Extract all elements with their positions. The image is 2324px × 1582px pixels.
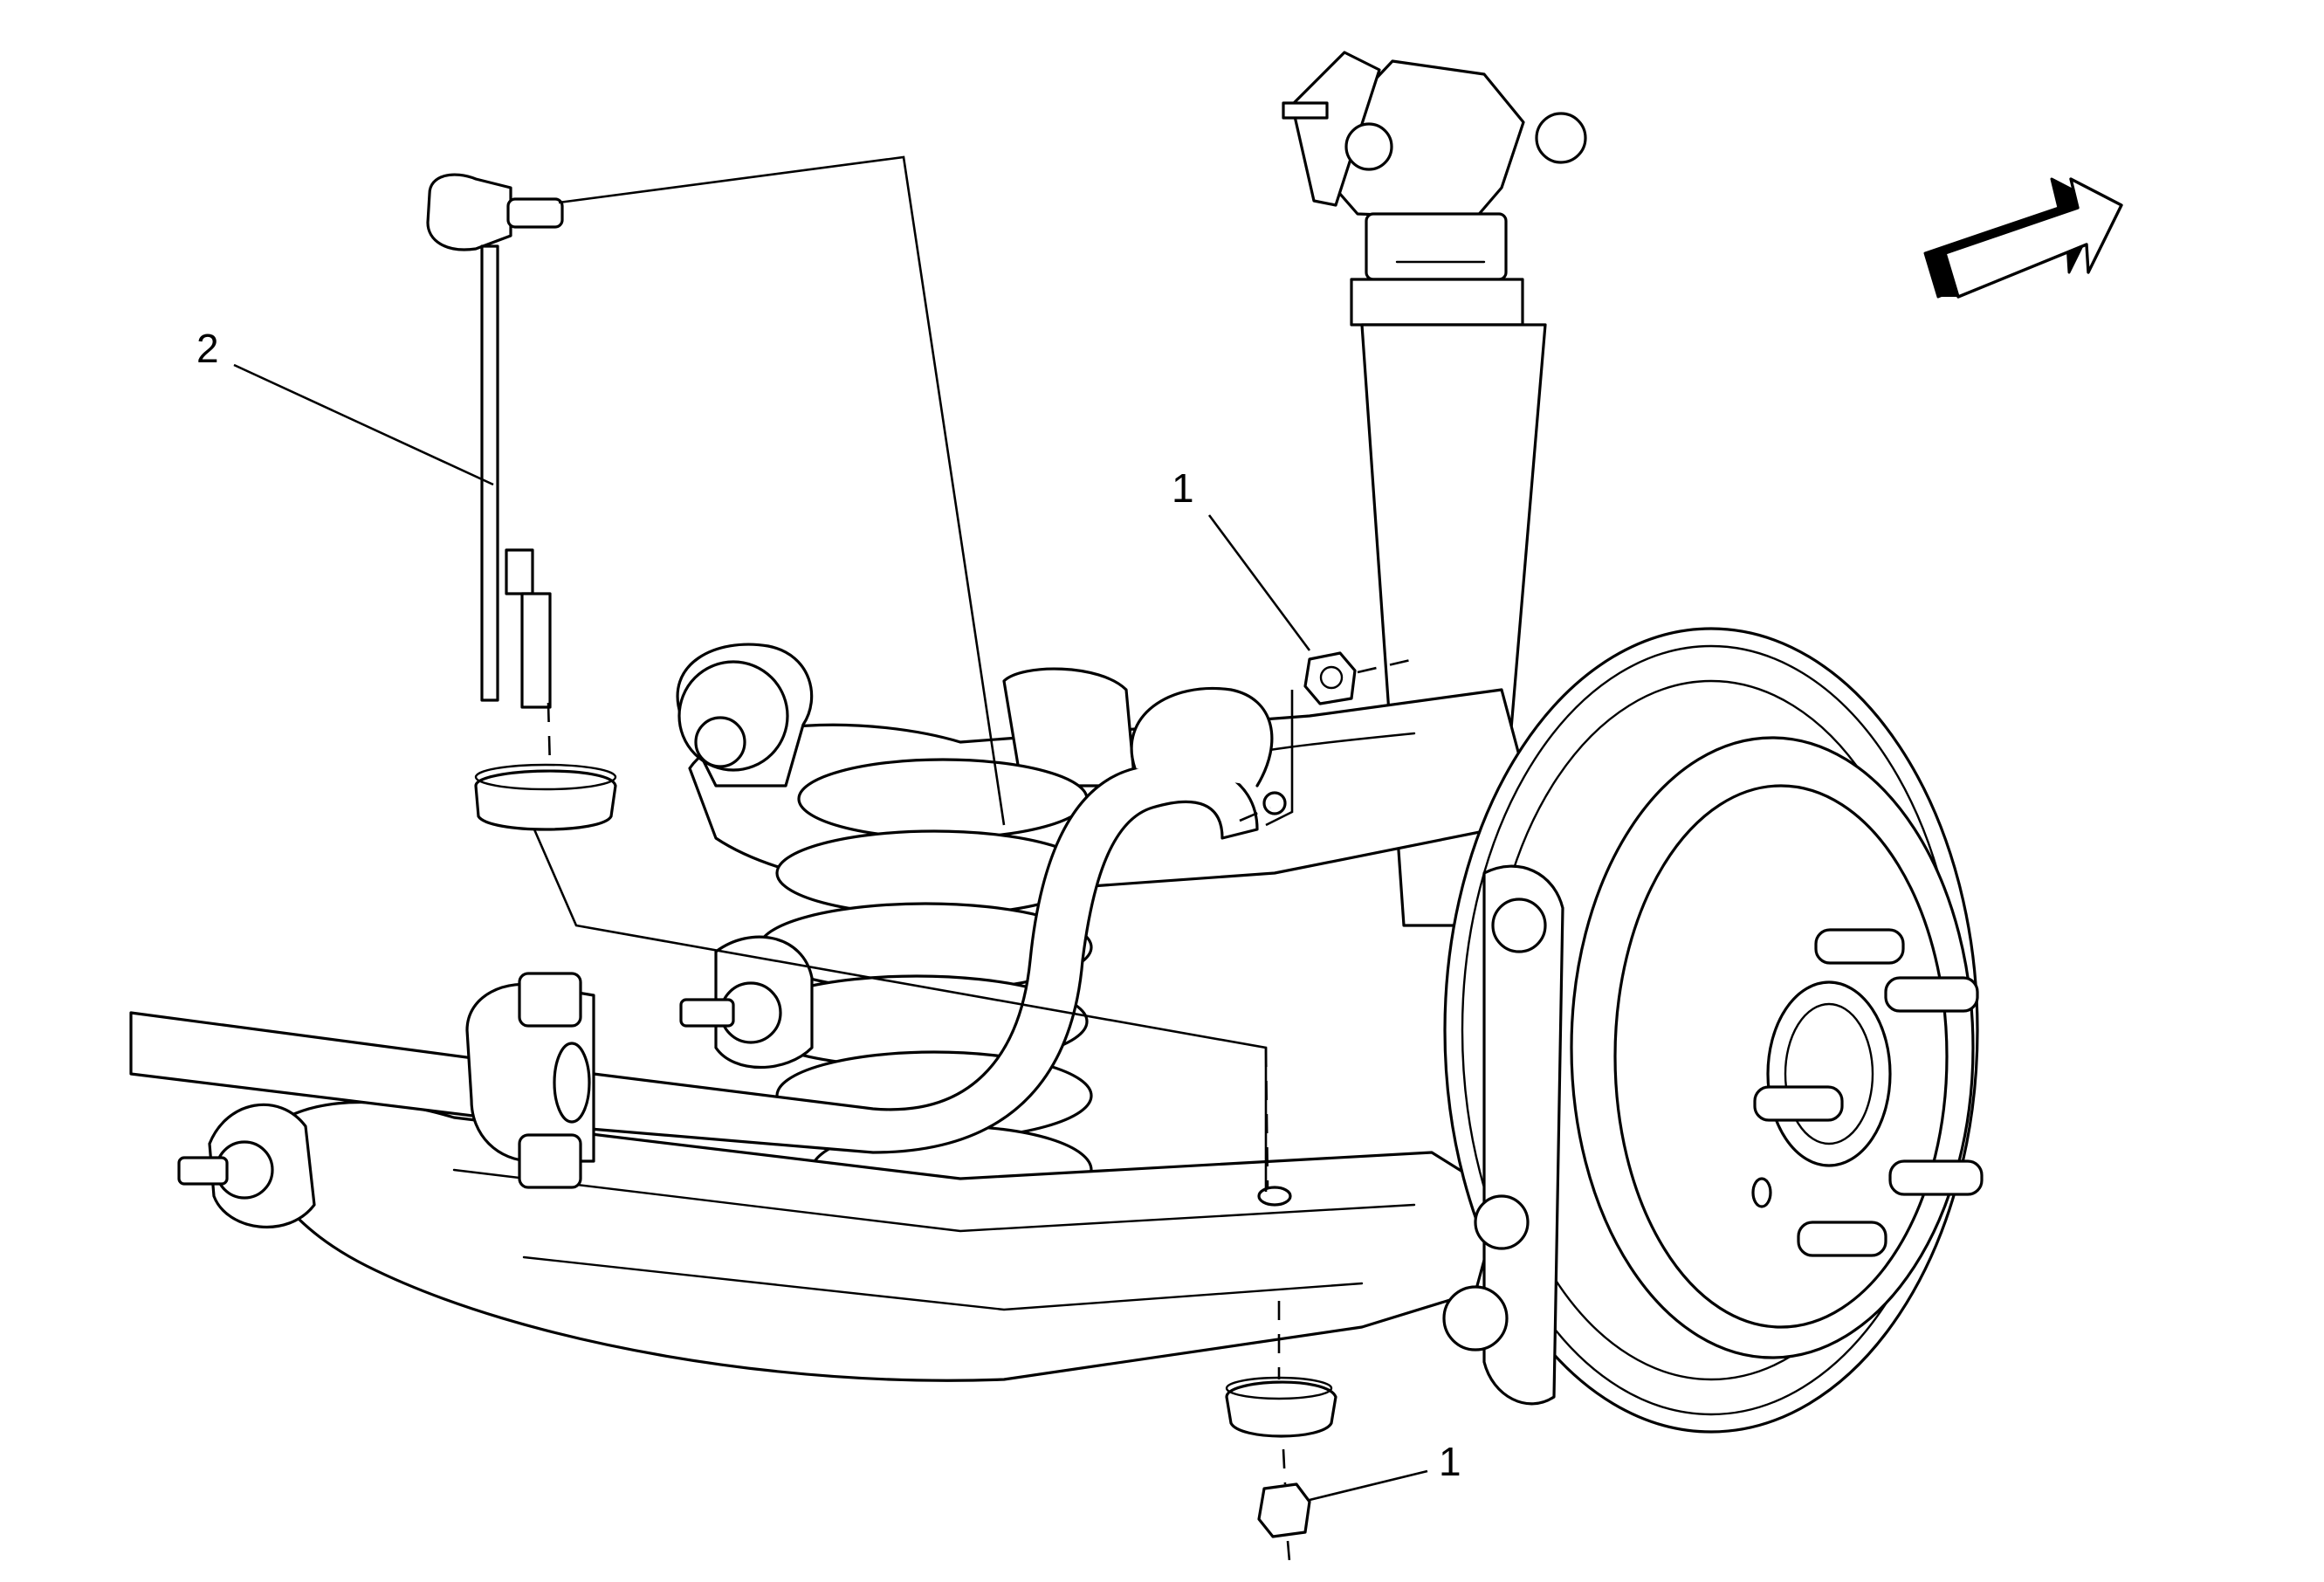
upper-link-nut bbox=[1303, 651, 1357, 705]
callout-leaders bbox=[233, 363, 1428, 1502]
callout-1-upper: 1 bbox=[1172, 465, 1194, 511]
stabilizer-bar bbox=[129, 686, 1274, 1189]
stabilizer-link bbox=[426, 173, 617, 831]
assembly-lines bbox=[533, 155, 1415, 1572]
front-direction-arrow-icon bbox=[1923, 177, 2123, 299]
brake-rotor-hub bbox=[1442, 627, 1984, 1434]
lower-link-insulator-and-nut bbox=[1225, 1376, 1337, 1538]
wheel-studs bbox=[1753, 928, 1984, 1257]
callout-2: 2 bbox=[196, 326, 219, 371]
callout-1-lower: 1 bbox=[1439, 1439, 1461, 1484]
